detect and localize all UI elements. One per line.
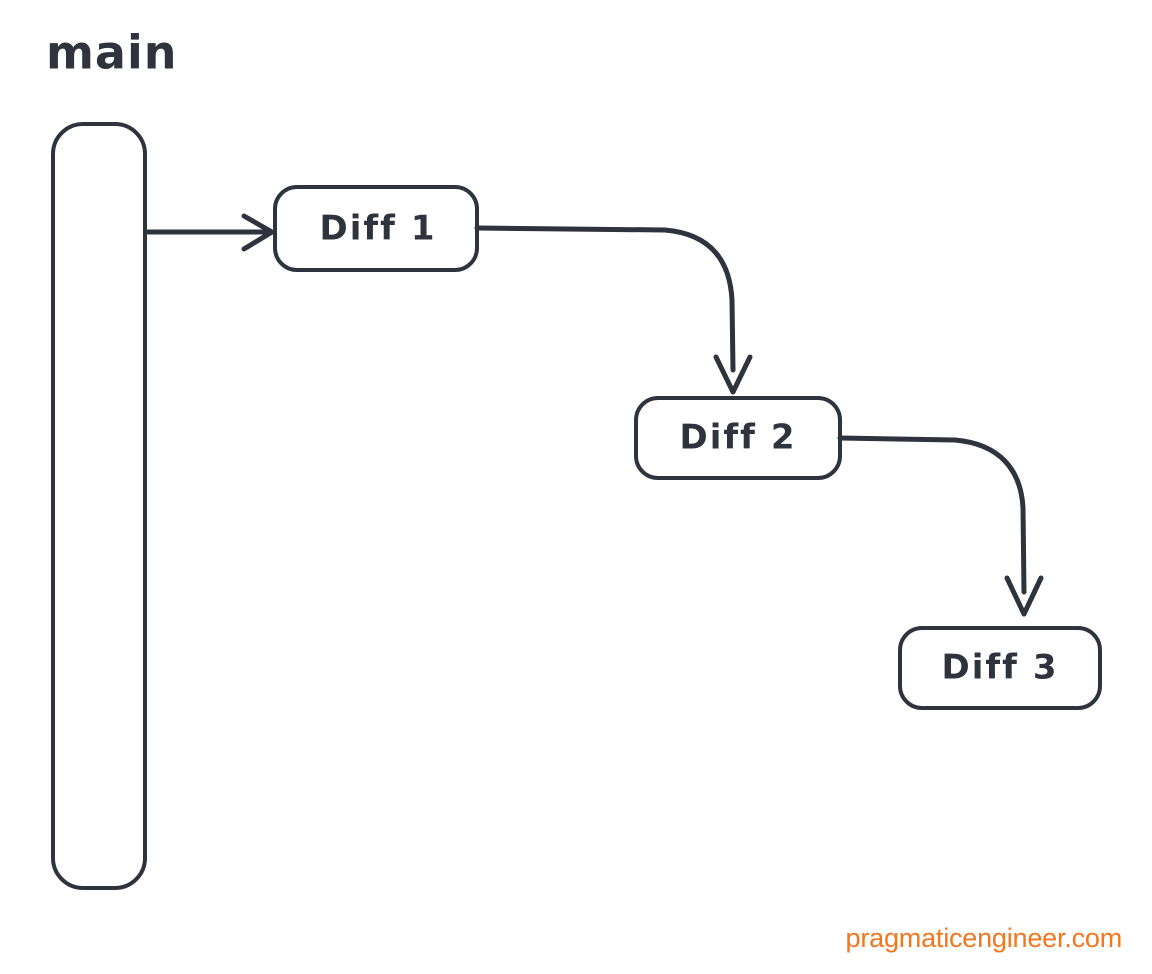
node-diff-1-label: Diff 1 [320,209,437,249]
node-diff-2[interactable]: Diff 2 [634,396,842,480]
edge-diff-1-to-diff-2-line [474,225,736,373]
watermark-pragmaticengineer: pragmaticengineer.com [845,923,1123,953]
node-diff-2-label: Diff 2 [680,418,797,458]
edge-diff-1-to-diff-2 [474,225,753,395]
edge-diff-1-to-diff-2-arrowhead [713,354,753,395]
main-branch-track [51,122,147,890]
edge-main-to-diff-1 [145,213,275,252]
edge-diff-2-to-diff-3-line [837,435,1027,595]
node-diff-3-box[interactable] [898,626,1102,710]
branch-title: main [46,26,178,80]
edge-diff-2-to-diff-3 [837,435,1044,617]
edge-main-to-diff-1-arrowhead [241,213,275,252]
edge-diff-2-to-diff-3-arrowhead [1004,575,1044,617]
node-diff-1[interactable]: Diff 1 [273,185,479,272]
node-diff-3-label: Diff 3 [942,648,1059,688]
node-diff-3[interactable]: Diff 3 [898,626,1102,710]
